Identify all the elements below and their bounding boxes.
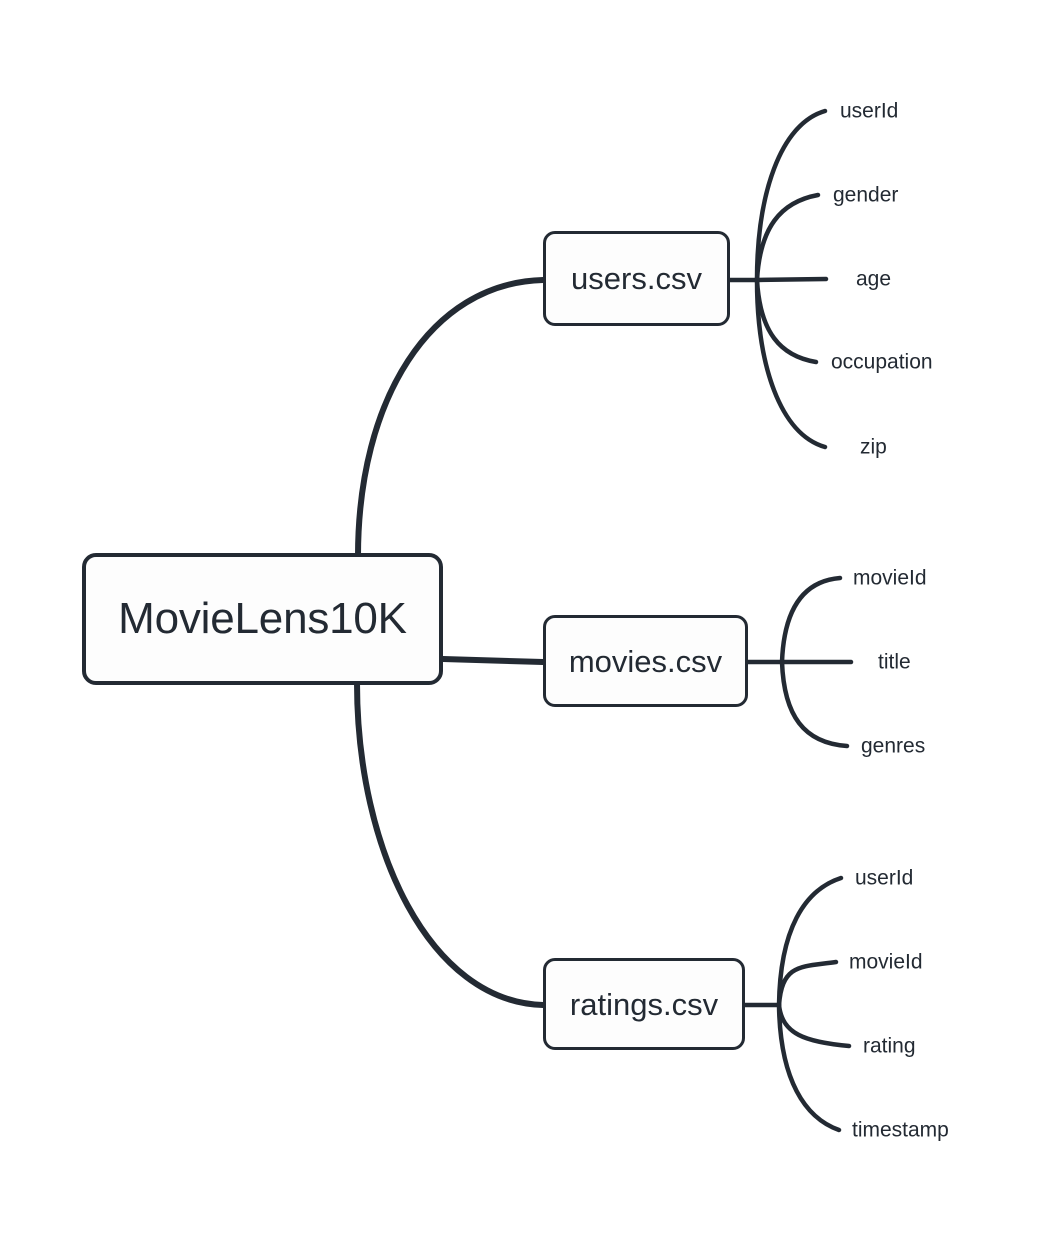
leaf-users-age: age	[856, 267, 892, 291]
edge-root-to-users	[355, 277, 546, 559]
leaf-users-gender: gender	[833, 183, 899, 207]
leaf-ratings-timestamp: timestamp	[852, 1118, 949, 1142]
edge-root-to-ratings	[354, 680, 546, 1008]
leaf-ratings-movieid: movieId	[849, 950, 923, 974]
edge-ratings-to-movieid	[776, 959, 839, 1008]
edge-ratings-to-timestamp	[776, 1002, 842, 1133]
node-users-csv[interactable]: users.csv	[543, 231, 730, 326]
node-ratings-csv[interactable]: ratings.csv	[543, 958, 745, 1050]
edge-users-to-zip	[754, 277, 828, 450]
node-movies-csv[interactable]: movies.csv	[543, 615, 748, 707]
edge-ratings-to-rating	[776, 1002, 852, 1049]
leaf-users-occupation: occupation	[831, 350, 933, 374]
leaf-ratings-rating: rating	[863, 1034, 916, 1058]
leaf-movies-title: title	[878, 650, 911, 674]
edge-ratings-to-userid	[776, 875, 844, 1008]
leaf-users-zip: zip	[860, 435, 887, 459]
edge-users-to-userid	[754, 108, 828, 283]
leaf-movies-genres: genres	[861, 734, 926, 758]
node-root-label: MovieLens10K	[118, 594, 407, 643]
edge-users-to-gender	[754, 192, 821, 283]
leaf-movies-movieid: movieId	[853, 566, 927, 590]
leaf-users-userid: userId	[840, 99, 899, 123]
edge-users-to-occupation	[754, 277, 819, 365]
leaf-ratings-userid: userId	[855, 866, 914, 890]
node-users-csv-label: users.csv	[571, 261, 702, 296]
node-ratings-csv-label: ratings.csv	[569, 986, 719, 1022]
edge-root-to-movies	[440, 656, 546, 665]
node-root[interactable]: MovieLens10K	[82, 553, 443, 685]
edge-users-to-age	[754, 276, 829, 283]
node-movies-csv-label: movies.csv	[568, 643, 723, 679]
edge-movies-to-genres	[779, 659, 850, 749]
edge-movies-to-movieid	[779, 575, 843, 665]
